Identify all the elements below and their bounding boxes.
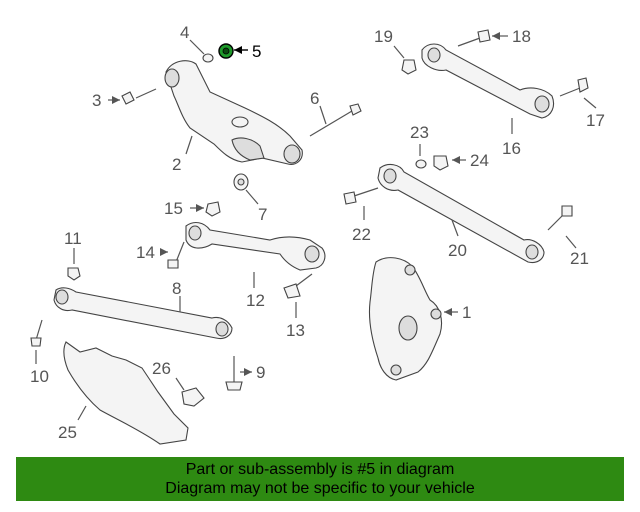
callout-25: 25 <box>58 423 77 442</box>
parts-diagram: 1 2 3 4 5 6 7 8 9 10 11 12 13 14 15 16 1… <box>30 23 605 445</box>
part-23-washer <box>415 159 427 169</box>
part-7-bushing <box>233 173 249 191</box>
callout-8: 8 <box>172 279 181 298</box>
callout-12: 12 <box>246 291 265 310</box>
part-21-bolt <box>547 205 573 231</box>
part-19-nut <box>401 59 417 75</box>
callout-16: 16 <box>502 139 521 158</box>
callout-18: 18 <box>512 27 531 46</box>
callout-7: 7 <box>258 205 267 224</box>
callout-13: 13 <box>286 321 305 340</box>
part-4-washer <box>202 53 214 63</box>
arrow-heads <box>112 32 500 376</box>
part-18-bolt <box>457 29 491 47</box>
callout-labels: 1 2 3 4 5 6 7 8 9 10 11 12 13 14 15 16 1… <box>30 23 605 442</box>
banner-line-1: Part or sub-assembly is #5 in diagram <box>185 461 455 478</box>
part-3-bolt <box>121 88 157 105</box>
callout-26: 26 <box>152 359 171 378</box>
part-9-stud <box>225 356 243 391</box>
info-banner: Part or sub-assembly is #5 in diagram Di… <box>16 457 624 501</box>
part-5-nut <box>218 43 234 59</box>
part-6-bolt <box>309 103 362 137</box>
part-1-knuckle <box>368 257 443 381</box>
callout-23: 23 <box>410 123 429 142</box>
callout-17: 17 <box>586 111 605 130</box>
callout-1: 1 <box>462 303 471 322</box>
part-10-bolt <box>30 319 43 347</box>
callout-14: 14 <box>136 243 155 262</box>
callout-21: 21 <box>570 249 589 268</box>
part-20-link <box>377 163 545 264</box>
callout-15: 15 <box>164 199 183 218</box>
callout-19: 19 <box>374 27 393 46</box>
part-8-link <box>53 287 233 340</box>
callout-11: 11 <box>64 229 82 248</box>
callout-24: 24 <box>470 151 489 170</box>
callout-4: 4 <box>180 23 189 42</box>
part-24-nut <box>433 155 449 171</box>
part-25-shield <box>63 341 189 445</box>
banner-line-2: Diagram may not be specific to your vehi… <box>165 480 475 497</box>
part-22-bolt <box>343 187 379 205</box>
callout-5: 5 <box>252 42 261 61</box>
part-11-nut <box>67 267 81 281</box>
part-26-clip <box>181 387 205 407</box>
callout-3: 3 <box>92 91 101 110</box>
part-16-link <box>421 43 555 119</box>
callout-9: 9 <box>256 363 265 382</box>
part-14-bolt <box>167 241 185 269</box>
part-2-control-arm <box>164 60 303 165</box>
callout-6: 6 <box>310 89 319 108</box>
callout-22: 22 <box>352 225 371 244</box>
callout-2: 2 <box>172 155 181 174</box>
part-17-bolt <box>559 77 589 97</box>
callout-10: 10 <box>30 367 49 386</box>
part-12-control-arm <box>185 221 326 271</box>
part-13-bolt <box>283 273 313 299</box>
callout-20: 20 <box>448 241 467 260</box>
part-15-nut <box>205 201 221 217</box>
